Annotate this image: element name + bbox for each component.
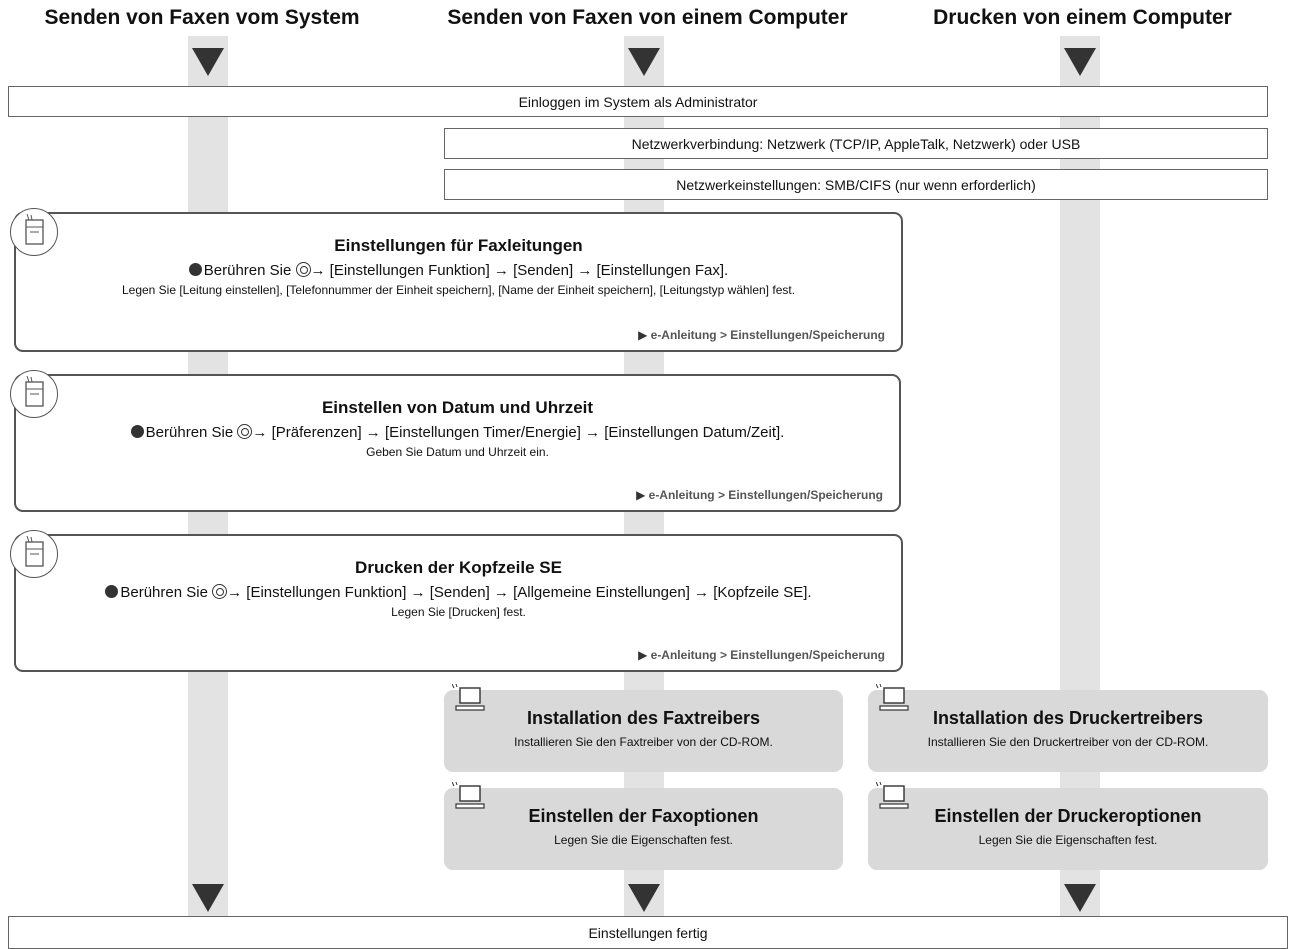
settings-button-icon: [212, 584, 228, 599]
step-description: Legen Sie die Eigenschaften fest.: [978, 833, 1158, 847]
bullet-icon: [188, 263, 202, 276]
step-fax-options: Einstellen der Faxoptionen Legen Sie die…: [444, 782, 843, 870]
manual-reference: ▶ e-Anleitung > Einstellungen/Speicherun…: [638, 328, 885, 342]
panel-title: Einstellungen für Faxleitungen: [334, 236, 583, 255]
step-title: Einstellen der Faxoptionen: [528, 806, 759, 826]
panel-date-time: Einstellen von Datum und Uhrzeit Berühre…: [10, 370, 901, 512]
panel-title: Einstellen von Datum und Uhrzeit: [321, 398, 594, 417]
step-fax-driver-install: Installation des Faxtreibers Installiere…: [444, 684, 843, 772]
panel-detail: Legen Sie [Drucken] fest.: [391, 605, 526, 619]
panel-header-print: Drucken der Kopfzeile SE Berühren Sie → …: [10, 530, 903, 672]
settings-done-bar: Einstellungen fertig: [8, 916, 1288, 949]
network-connection-bar: Netzwerkverbindung: Netzwerk (TCP/IP, Ap…: [444, 128, 1268, 159]
step-title: Installation des Druckertreibers: [932, 708, 1204, 728]
panel-instruction: Berühren Sie → [Einstellungen Funktion] …: [16, 584, 901, 601]
play-arrow-icon: ▶: [636, 488, 646, 502]
step-description: Installieren Sie den Faxtreiber von der …: [514, 735, 773, 749]
flow-arrow-icon: [1064, 884, 1096, 912]
panel-instruction: Berühren Sie → [Präferenzen] → [Einstell…: [16, 424, 899, 441]
step-title: Einstellen der Druckeroptionen: [934, 806, 1202, 826]
panel-title: Drucken der Kopfzeile SE: [355, 558, 562, 577]
network-settings-bar: Netzwerkeinstellungen: SMB/CIFS (nur wen…: [444, 169, 1268, 200]
column-heading-fax-system: Senden von Faxen vom System: [44, 6, 360, 29]
computer-icon: [452, 684, 485, 711]
copier-icon: [10, 208, 58, 256]
step-description: Installieren Sie den Druckertreiber von …: [927, 735, 1209, 749]
panel-fax-lines: Einstellungen für Faxleitungen Berühren …: [10, 208, 903, 352]
copier-icon: [10, 530, 58, 578]
column-heading-print-computer: Drucken von einem Computer: [933, 6, 1232, 29]
bullet-icon: [130, 425, 144, 438]
column-heading-fax-computer: Senden von Faxen von einem Computer: [447, 6, 848, 29]
flow-arrow-icon: [192, 884, 224, 912]
login-bar: Einloggen im System als Administrator: [8, 86, 1268, 117]
computer-icon: [452, 782, 485, 809]
flow-arrow-icon: [192, 48, 224, 76]
play-arrow-icon: ▶: [638, 648, 648, 662]
panel-detail: Legen Sie [Leitung einstellen], [Telefon…: [121, 283, 796, 297]
copier-icon: [10, 370, 58, 418]
flow-arrow-icon: [1064, 48, 1096, 76]
step-description: Legen Sie die Eigenschaften fest.: [554, 833, 733, 847]
lane-print-computer: [1060, 36, 1100, 916]
step-printer-driver-install: Installation des Druckertreibers Install…: [868, 684, 1268, 772]
play-arrow-icon: ▶: [638, 328, 648, 342]
panel-instruction: Berühren Sie → [Einstellungen Funktion] …: [16, 262, 901, 279]
computer-icon: [876, 782, 909, 809]
flow-arrow-icon: [628, 884, 660, 912]
manual-reference: ▶ e-Anleitung > Einstellungen/Speicherun…: [638, 648, 885, 662]
computer-icon: [876, 684, 909, 711]
flow-arrow-icon: [628, 48, 660, 76]
panel-detail: Geben Sie Datum und Uhrzeit ein.: [366, 445, 549, 459]
manual-reference: ▶ e-Anleitung > Einstellungen/Speicherun…: [636, 488, 883, 502]
step-title: Installation des Faxtreibers: [526, 708, 761, 728]
bullet-icon: [105, 585, 119, 598]
step-printer-options: Einstellen der Druckeroptionen Legen Sie…: [868, 782, 1268, 870]
settings-button-icon: [237, 424, 253, 439]
settings-button-icon: [295, 262, 311, 277]
